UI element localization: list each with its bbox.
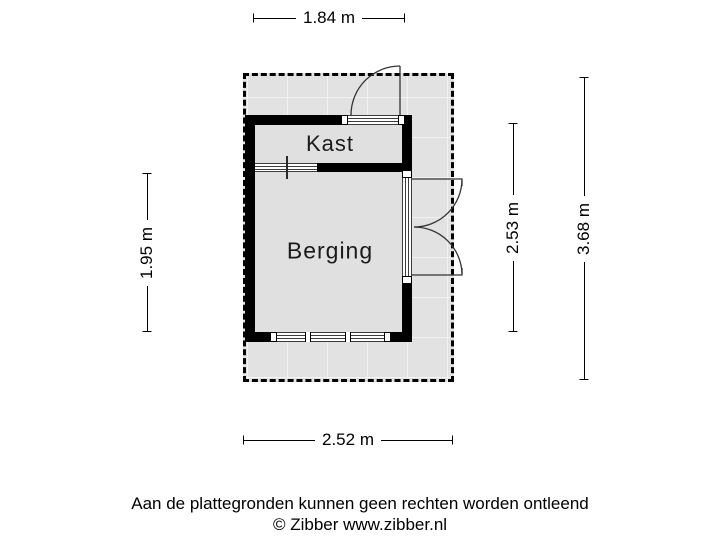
dimension-tick — [452, 435, 453, 444]
door-jamb — [402, 276, 412, 284]
door-jamb — [398, 115, 405, 125]
dimension-tick — [508, 123, 517, 124]
dimension-tick — [579, 379, 588, 380]
right-door-threshold — [402, 178, 412, 276]
building-floor — [255, 125, 402, 332]
dimension-value: 2.53 m — [502, 194, 523, 261]
dimension-value: 2.52 m — [315, 429, 381, 450]
dimension-tick — [142, 331, 151, 332]
dimension-value: 1.95 m — [136, 219, 157, 286]
dimension-tick — [404, 13, 405, 22]
room-label-kast: Kast — [305, 131, 355, 156]
dimension-tick — [243, 435, 244, 444]
wall-left — [245, 115, 255, 342]
interior-window-tick — [286, 156, 288, 179]
footer-copyright: © Zibber www.zibber.nl — [272, 515, 448, 534]
wall-right-upper — [402, 115, 412, 170]
room-label-berging: Berging — [286, 237, 374, 264]
dimension-tick — [579, 77, 588, 78]
dimension-value: 1.84 m — [296, 7, 362, 28]
dimension-right-inner: 2.53 m — [502, 123, 523, 332]
dimension-tick — [253, 13, 254, 22]
dimension-left: 1.95 m — [136, 173, 157, 332]
top-door-threshold — [348, 115, 398, 125]
wall-interior — [317, 163, 402, 172]
wall-top-left — [255, 115, 341, 125]
dimension-right-outer: 3.68 m — [573, 77, 594, 380]
dimension-tick — [508, 331, 517, 332]
footer-disclaimer: Aan de plattegronden kunnen geen rechten… — [131, 494, 589, 513]
window-mullion — [305, 332, 311, 342]
window-jamb — [270, 332, 277, 342]
footer: Aan de plattegronden kunnen geen rechten… — [0, 493, 720, 535]
dimension-value: 3.68 m — [573, 195, 594, 262]
wall-right-lower — [402, 284, 412, 342]
door-jamb — [402, 170, 412, 178]
dimension-top: 1.84 m — [253, 7, 405, 28]
dimension-bottom: 2.52 m — [243, 429, 453, 450]
bottom-window — [277, 332, 384, 342]
window-mullion — [345, 332, 351, 342]
wall-bottom-left — [255, 332, 270, 342]
wall-bottom-right — [391, 332, 402, 342]
window-jamb — [384, 332, 391, 342]
dimension-tick — [142, 173, 151, 174]
door-jamb — [341, 115, 348, 125]
